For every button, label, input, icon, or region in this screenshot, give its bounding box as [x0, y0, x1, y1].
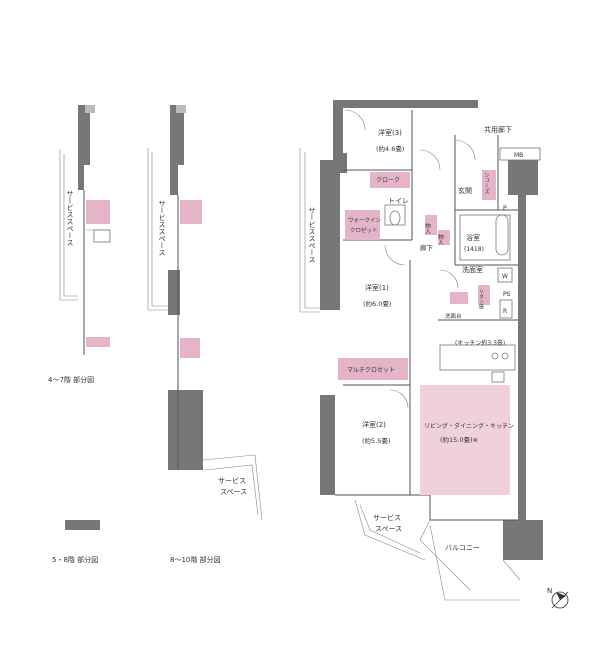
closet-block — [370, 172, 410, 188]
bath-size: (1418) — [464, 246, 484, 253]
washroom-label: 洗面室 — [462, 265, 483, 274]
western2-size: (約5.5畳) — [362, 436, 390, 445]
hallway-label: 廊下 — [420, 243, 434, 252]
western3-size: (約4.6畳) — [376, 144, 404, 153]
p-top-label: P — [503, 205, 507, 212]
western2-label: 洋室(2) — [362, 420, 386, 429]
washer-label: W — [502, 273, 508, 280]
walkin-closet-block — [345, 210, 380, 240]
storage2-label: 物入 — [437, 233, 444, 246]
north-label: N — [547, 587, 552, 595]
caption-5-8: 5・8階 部分図 — [52, 555, 98, 564]
entrance-label: 玄関 — [458, 186, 472, 195]
western1-size: (約6.0畳) — [363, 299, 391, 308]
closet-label: クローク — [376, 177, 400, 184]
corridor-label: 共用廊下 — [484, 125, 512, 134]
partial-plan-4-7: サービススペース 4～7階 部分図 — [48, 105, 111, 384]
shoe-cabinet-block — [482, 170, 496, 200]
kitchen-counter — [439, 344, 516, 371]
r-label: R — [503, 308, 507, 315]
service-space-bottom-2: スペース — [375, 525, 402, 533]
main-plan: サービススペース — [299, 100, 543, 601]
service-space-label-main: サービススペース — [308, 207, 316, 263]
multi-closet-block — [338, 358, 408, 380]
mb-label: MB — [514, 152, 523, 159]
partial-plan-5-8: 5・8階 部分図 — [52, 520, 100, 564]
bath-label: 浴室 — [466, 233, 480, 242]
storage-block-1 — [425, 215, 437, 235]
service-space-label-1: サービススペース — [66, 190, 74, 246]
toilet-fixture — [384, 204, 406, 226]
service-space-bottom-1: サービス — [373, 513, 401, 522]
caption-4-7: 4～7階 部分図 — [48, 375, 94, 384]
storage-block-2 — [438, 230, 450, 245]
service-space-label-3: サービス — [218, 476, 246, 485]
service-space-label-2: サービススペース — [158, 200, 166, 256]
shoe-cabinet-label: シューズ — [483, 172, 490, 194]
vanity-label: 洗面台 — [445, 312, 462, 320]
storage1-label: 物入 — [424, 222, 431, 235]
partial-plan-8-10: サービススペース サービス スペース 8～10階 部分図 — [147, 105, 263, 564]
linen-label: リネン庫 — [478, 289, 484, 310]
north-compass: N — [547, 587, 569, 609]
bathtub — [459, 214, 511, 261]
linen-block — [478, 285, 490, 305]
svg-text:スペース: スペース — [220, 488, 247, 496]
western1-label: 洋室(1) — [365, 283, 389, 292]
ldk-area — [420, 385, 510, 495]
walkin-label-2: クロゼット — [350, 226, 378, 234]
balcony-label: バルコニー — [445, 544, 480, 552]
multi-closet-label: マルチクロゼット — [347, 366, 395, 374]
kitchen-label: (キッチン約3.3畳) — [455, 339, 505, 347]
toilet-label: トイレ — [388, 197, 409, 205]
caption-8-10: 8～10階 部分図 — [170, 555, 221, 564]
western3-label: 洋室(3) — [378, 128, 402, 137]
ps-label: PS — [503, 291, 511, 298]
ldk-size: (約15.0畳)※ — [440, 435, 478, 444]
ldk-label: リビング・ダイニング・キッチン — [424, 422, 514, 430]
walkin-label-1: ウォークイン — [348, 216, 382, 224]
